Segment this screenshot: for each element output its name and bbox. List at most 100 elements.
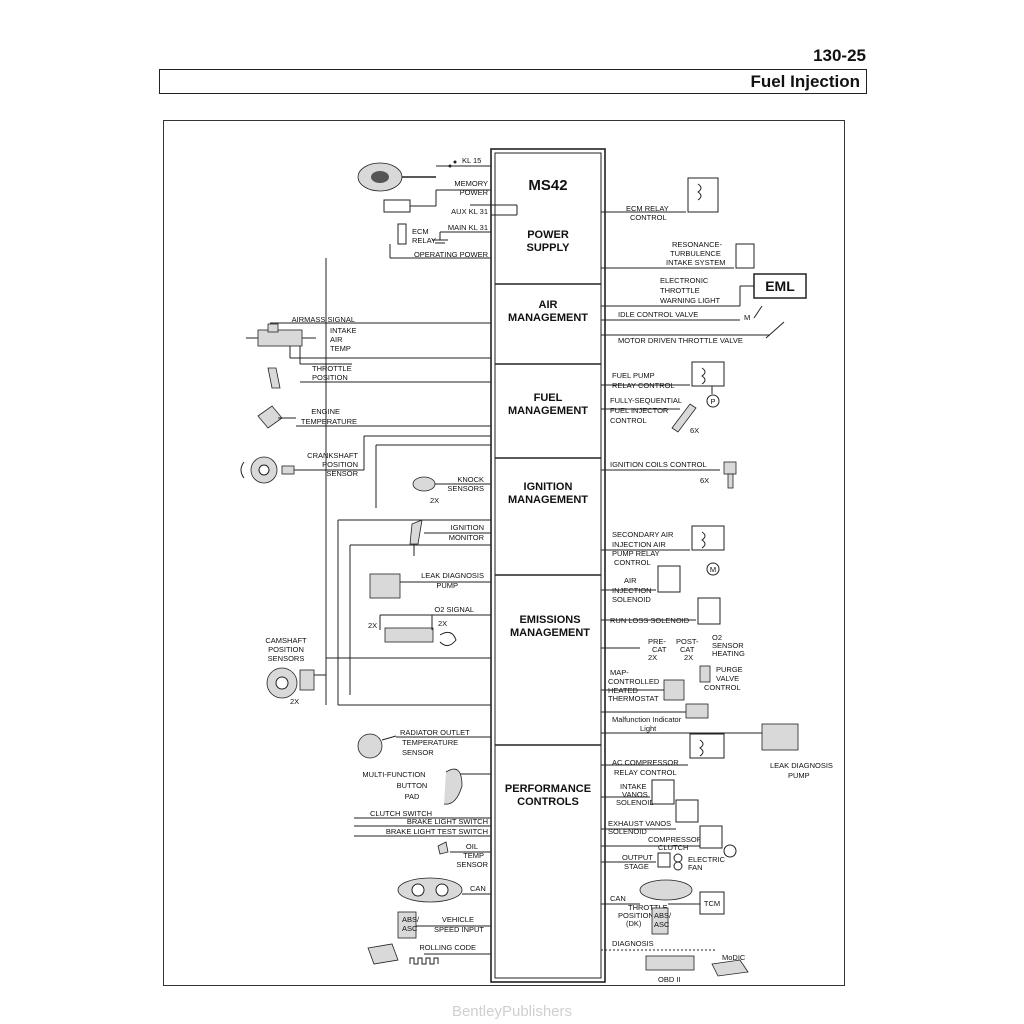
o2-count-left: 2X xyxy=(368,621,377,630)
vss-2: SPEED INPUT xyxy=(434,925,484,934)
crankshaft-3: SENSOR xyxy=(326,469,358,478)
diagram-frame xyxy=(163,120,845,986)
resonance-2: TURBULENCE xyxy=(670,249,721,258)
post-cat-1: POST- xyxy=(676,637,699,646)
intake-vanos-1: INTAKE xyxy=(620,782,647,791)
knock-sensors-2: SENSORS xyxy=(447,484,484,493)
camshaft-2: POSITION xyxy=(268,645,304,654)
abs-asc-right-1: ABS/ xyxy=(654,911,672,920)
ecm-inner-box xyxy=(494,152,602,979)
intake-air-temp-2: AIR xyxy=(330,335,343,344)
aux-kl31-label: AUX KL 31 xyxy=(451,207,488,216)
memory-power-2: POWER xyxy=(460,188,489,197)
instrument-cluster-icon xyxy=(397,877,463,903)
ecm-relay-ctrl-2: CONTROL xyxy=(630,213,667,222)
run-loss-solenoid-icon xyxy=(697,597,721,625)
post-cat-2: CAT xyxy=(680,645,695,654)
map-thermo-2: CONTROLLED xyxy=(608,677,660,686)
kl15-label: KL 15 xyxy=(462,156,481,165)
page-number: 130-25 xyxy=(813,46,866,65)
mil-1: Malfunction Indicator xyxy=(612,715,682,724)
ews-module-icon xyxy=(367,943,399,965)
can-right-label: CAN xyxy=(610,894,626,903)
mfl-3: PAD xyxy=(405,792,420,801)
air-mass-meter-icon xyxy=(257,329,303,347)
air-inj-1: AIR xyxy=(624,576,637,585)
knock-count: 2X xyxy=(430,496,439,505)
output-stage-1: OUTPUT xyxy=(622,853,653,862)
tcm-label: TCM xyxy=(704,899,720,908)
ecm-relay-1: ECM xyxy=(412,227,429,236)
o2-heat-1: O2 xyxy=(712,633,722,642)
sec-air-3: PUMP RELAY xyxy=(612,549,660,558)
air-inj-solenoid-icon xyxy=(657,565,681,593)
ecm-title: MS42 xyxy=(528,177,567,194)
fuel-injector-icon xyxy=(671,403,697,433)
engine-temp-sensor-icon xyxy=(257,405,283,429)
tps-dk-2: POSITION xyxy=(618,911,654,920)
block-power-2: SUPPLY xyxy=(526,242,570,254)
obd2-label: OBD II xyxy=(658,975,681,984)
intake-air-temp-3: TEMP xyxy=(330,344,351,353)
abs-asc-right-2: ASC xyxy=(654,920,670,929)
rolling-code-label: ROLLING CODE xyxy=(419,943,476,952)
oil-temp-1: OIL xyxy=(466,842,478,851)
camshaft-3: SENSORS xyxy=(268,654,305,663)
block-ignition-2: MANAGEMENT xyxy=(508,494,588,506)
eml-box xyxy=(753,273,807,299)
catalytic-converter-icon xyxy=(384,627,434,643)
leak-diag-right-2: PUMP xyxy=(788,771,810,780)
compressor-icon xyxy=(723,844,737,858)
crankshaft-2: POSITION xyxy=(322,460,358,469)
purge-3: CONTROL xyxy=(704,683,741,692)
electric-fan-icon xyxy=(673,853,683,863)
airmass-signal-label: AIRMASS SIGNAL xyxy=(292,315,355,324)
fuel-pump-2: RELAY CONTROL xyxy=(612,381,675,390)
ac-2: RELAY CONTROL xyxy=(614,768,677,777)
comp-clutch-2: CLUTCH xyxy=(658,843,688,852)
main-kl31-label: MAIN KL 31 xyxy=(448,223,488,232)
ignition-monitor-1: IGNITION xyxy=(451,523,484,532)
ecm-relay-2: RELAY xyxy=(412,236,436,245)
eml-label: EML xyxy=(765,278,795,294)
o2-heat-2: SENSOR xyxy=(712,641,744,650)
resonance-3: INTAKE SYSTEM xyxy=(666,258,725,267)
block-fuel-1: FUEL xyxy=(534,392,563,404)
crankshaft-1: CRANKSHAFT xyxy=(307,451,358,460)
can-left-label: CAN xyxy=(470,884,486,893)
ecm-relay-coil-icon xyxy=(397,223,407,245)
o2-count-right: 2X xyxy=(438,619,447,628)
fuel-pump-motor-icon xyxy=(706,394,720,408)
throttle-position-sensor-icon xyxy=(267,367,281,389)
abs-asc-module-icon xyxy=(397,911,417,939)
modic-label: MoDIC xyxy=(722,953,746,962)
pump-symbol: P xyxy=(710,397,715,406)
o2-heat-3: HEATING xyxy=(712,649,745,658)
block-performance-2: CONTROLS xyxy=(517,796,579,808)
abs-asc-1: ABS/ xyxy=(402,915,420,924)
sec-air-motor-symbol: M xyxy=(710,565,716,574)
cluster-right-icon xyxy=(639,879,693,901)
operating-power-label: OPERATING POWER xyxy=(414,250,489,259)
fan-2: FAN xyxy=(688,863,703,872)
radiator-outlet-sensor-icon xyxy=(357,733,383,759)
intake-vanos-2: VANOS xyxy=(622,790,648,799)
block-ignition-1: IGNITION xyxy=(524,481,573,493)
radiator-1: RADIATOR OUTLET xyxy=(400,728,470,737)
section-title: Fuel Injection xyxy=(750,72,860,91)
block-emissions-2: MANAGEMENT xyxy=(510,627,590,639)
camshaft-count: 2X xyxy=(290,697,299,706)
purge-1: PURGE xyxy=(716,665,743,674)
output-stage-icon xyxy=(657,852,671,868)
section-header-bar: Fuel Injection xyxy=(159,69,867,94)
sec-air-2: INJECTION AIR xyxy=(612,540,666,549)
mfl-2: BUTTON xyxy=(397,781,428,790)
ecm-relay-ctrl-1: ECM RELAY xyxy=(626,204,669,213)
leak-diag-pump-right-icon xyxy=(761,723,799,751)
engine-temp-1: ENGINE xyxy=(311,407,340,416)
injector-2: FUEL INJECTOR xyxy=(610,406,669,415)
radiator-3: SENSOR xyxy=(402,748,434,757)
fuel-pump-relay-icon xyxy=(691,361,725,387)
leak-diag-1: LEAK DIAGNOSIS xyxy=(421,571,484,580)
mfl-button-pad-icon xyxy=(443,768,463,805)
